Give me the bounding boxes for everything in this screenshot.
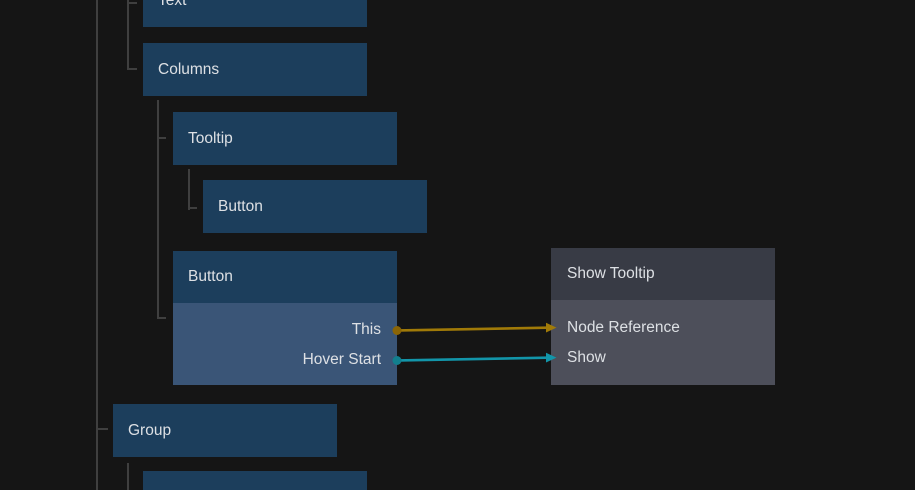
wire-hover-start-to-show[interactable] [398,356,548,362]
tree-elbow-columns [127,68,137,70]
port-node-reference[interactable]: Node Reference [567,319,680,336]
wire-this-to-node-reference[interactable] [398,326,548,332]
layer-node-columns[interactable]: Columns [143,43,367,96]
layer-node-tooltip[interactable]: Tooltip [173,112,397,165]
layer-node-label: Button [218,197,263,215]
layer-node-text[interactable]: Text [143,0,367,27]
port-hover-start[interactable]: Hover Start [302,351,381,368]
action-node-header[interactable]: Show Tooltip [551,248,775,300]
layer-node-label: Columns [158,60,220,78]
layer-node-label: Group [128,421,172,439]
button-output-ports: This Hover Start [173,303,397,385]
action-node-show-tooltip[interactable]: Show Tooltip Node Reference Show [551,248,775,385]
tree-elbow-button-child [188,207,197,209]
layer-node-clipped[interactable] [143,471,367,490]
tree-elbow-text [127,2,137,4]
tree-elbow-group [96,428,108,430]
action-node-title: Show Tooltip [567,265,655,282]
layer-node-label: Button [188,268,233,285]
layer-node-button-expanded[interactable]: Button This Hover Start [173,251,397,385]
tree-line-root [96,0,98,490]
layer-node-label: Tooltip [188,129,233,147]
port-this[interactable]: This [351,321,381,338]
layer-node-group[interactable]: Group [113,404,337,457]
tree-elbow-button [157,317,166,319]
tree-line-level1 [127,0,129,70]
layer-node-label: Text [158,0,187,9]
tree-elbow-tooltip [157,137,166,139]
tree-line-columns-children [157,100,159,319]
layer-node-button-header[interactable]: Button [173,251,397,303]
layer-node-button-child[interactable]: Button [203,180,427,233]
port-show[interactable]: Show [567,349,606,366]
action-input-ports: Node Reference Show [551,300,775,385]
tree-line-tooltip-children [188,169,190,210]
tree-line-group-children [127,463,129,490]
